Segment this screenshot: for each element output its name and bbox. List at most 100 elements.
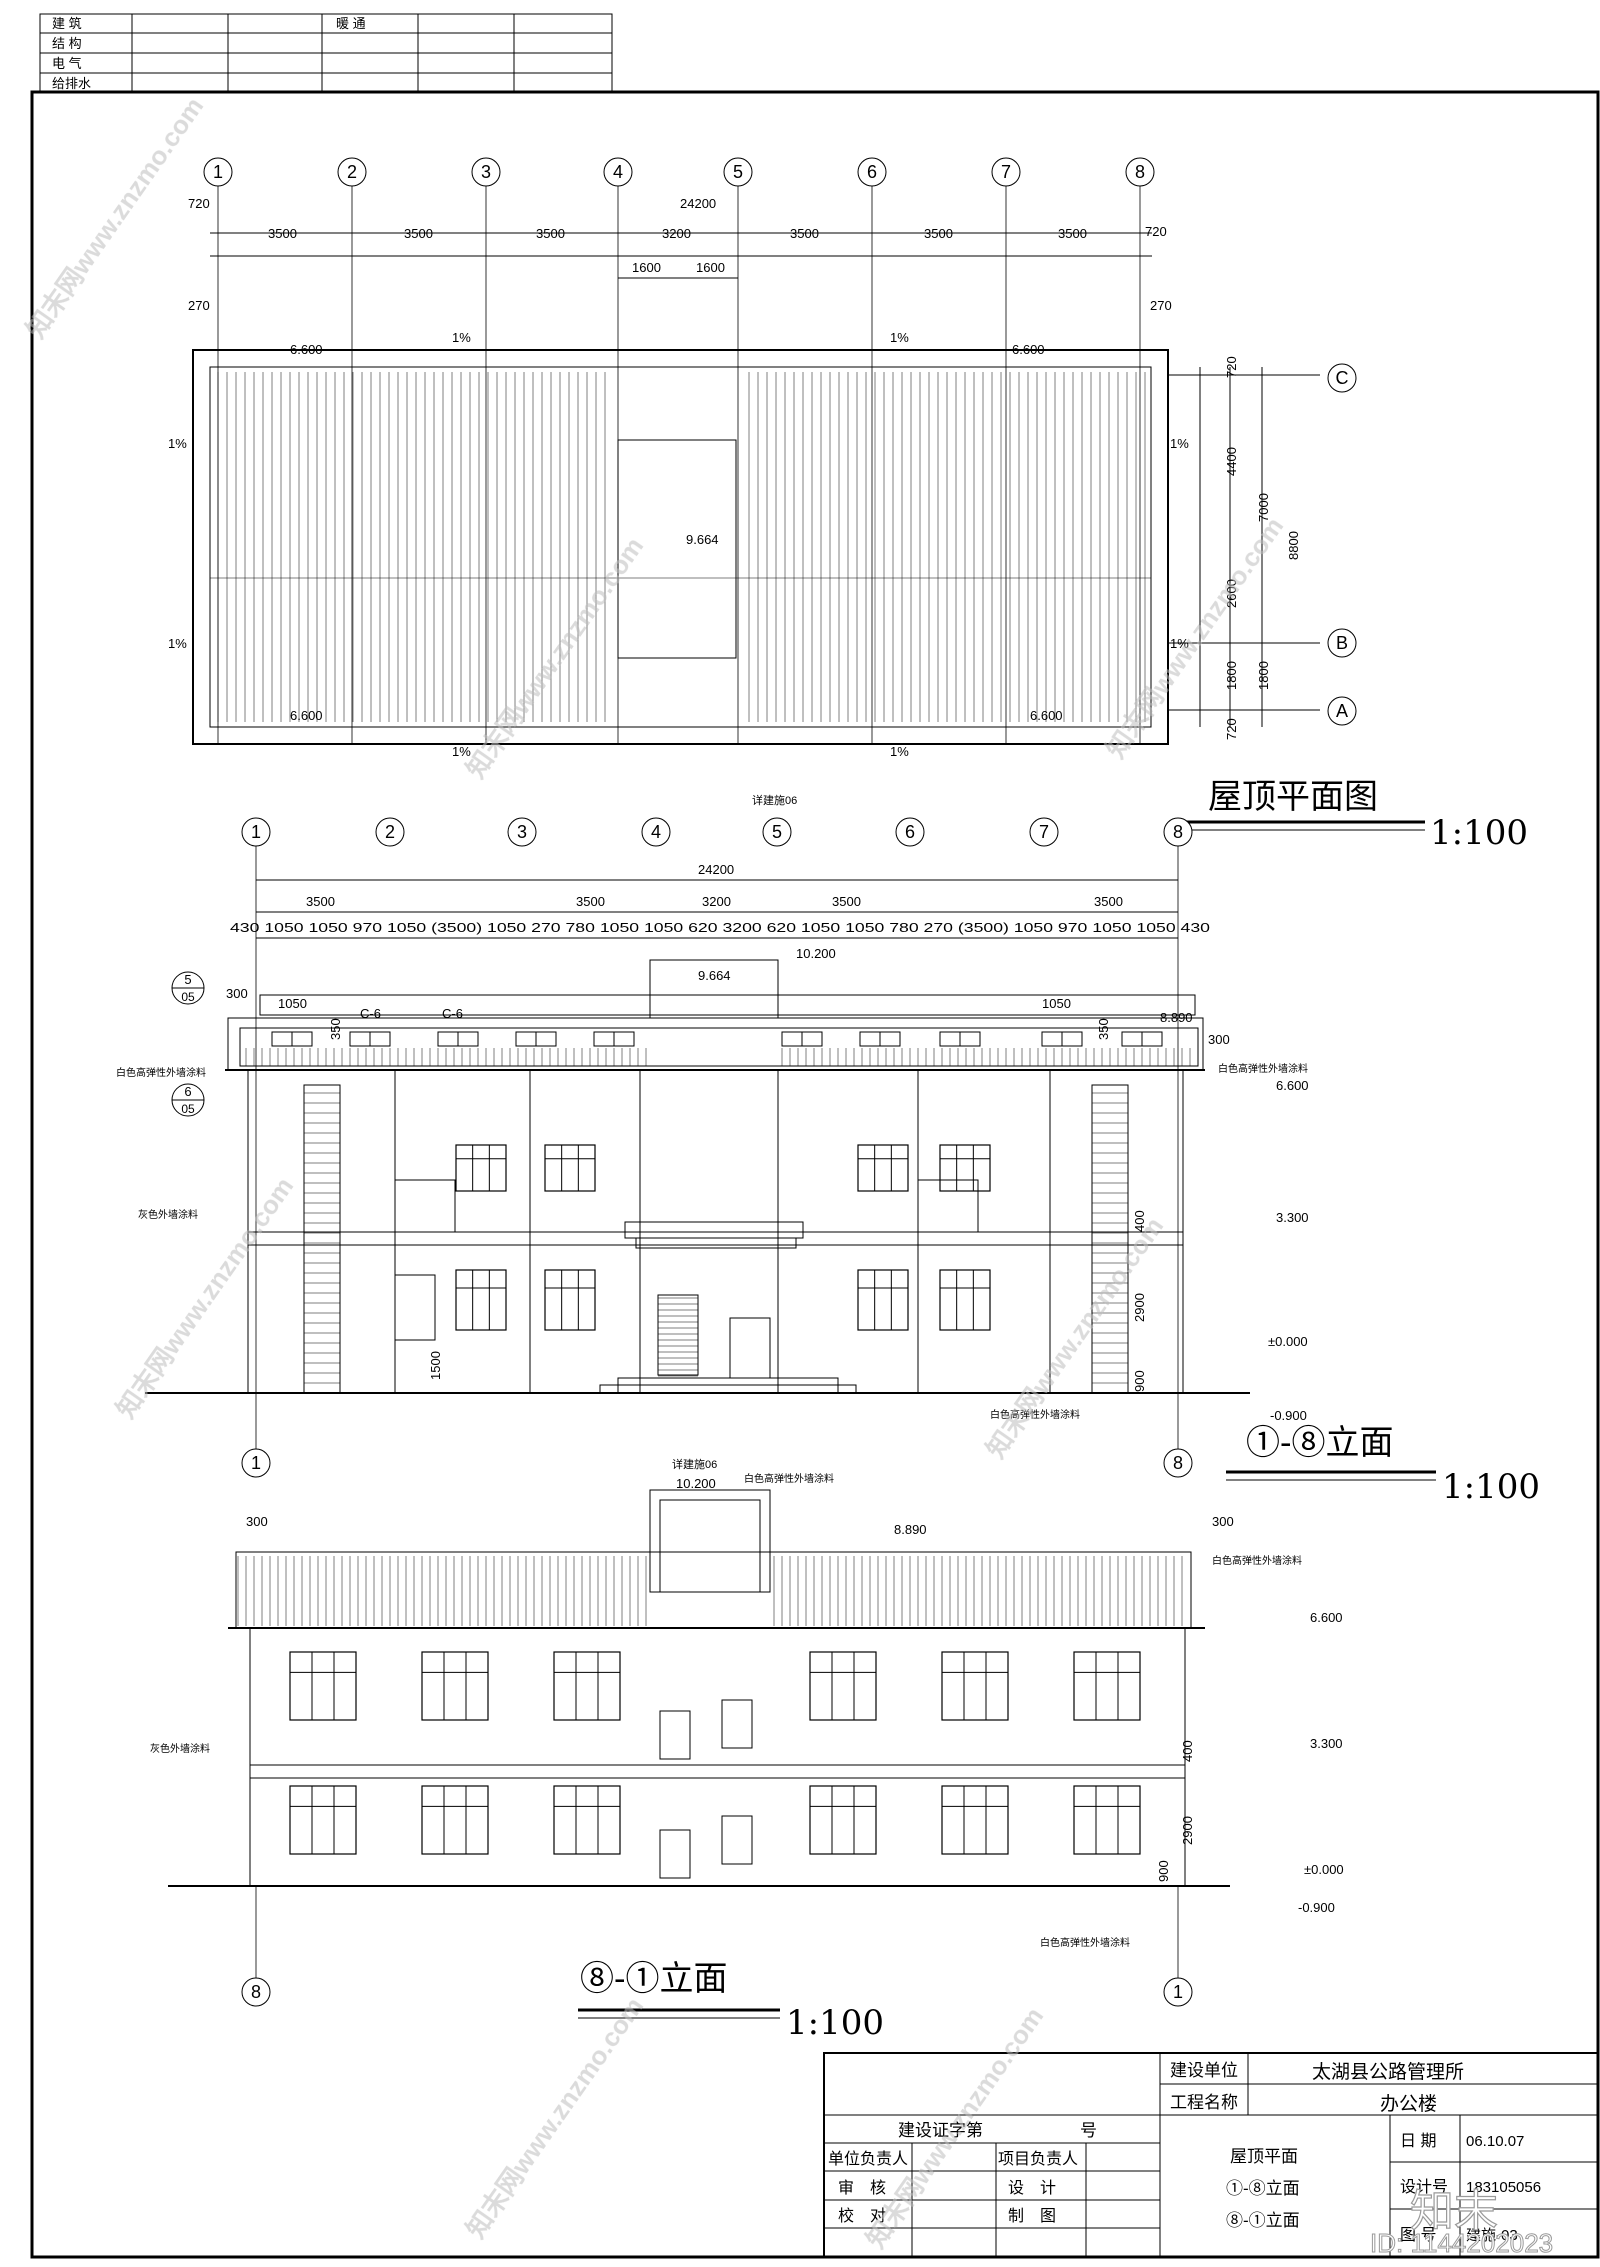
- front-note-3: 白色高弹性外墙涂料: [1218, 1062, 1308, 1075]
- front-elev-0000: ±0.000: [1268, 1334, 1308, 1349]
- rear-elev-8890: 8.890: [894, 1522, 927, 1537]
- roof-slope-7: 1%: [168, 636, 187, 651]
- front-elev-3300: 3.300: [1276, 1210, 1309, 1225]
- tb-drawing-name-1: 屋顶平面: [1230, 2147, 1298, 2166]
- svg-text:05: 05: [181, 990, 195, 1004]
- roof-plan: [192, 186, 1320, 745]
- front-axis-7-top: 7: [1029, 817, 1059, 847]
- svg-text:1: 1: [1173, 1982, 1183, 2002]
- rear-windows: [289, 1651, 1141, 1855]
- svg-text:400: 400: [1180, 1740, 1195, 1762]
- front-vertical-dims: 350 350 400 2900 900 1500: [328, 1018, 1147, 1392]
- svg-text:2: 2: [347, 162, 357, 182]
- title-block: [823, 2052, 1599, 2258]
- svg-text:1500: 1500: [428, 1351, 443, 1380]
- svg-text:5: 5: [772, 822, 782, 842]
- watermark-id: ID: 1144202023: [1370, 2228, 1553, 2258]
- svg-text:C: C: [1336, 368, 1349, 388]
- tb-review: 审 核: [838, 2179, 886, 2197]
- svg-text:1: 1: [251, 822, 261, 842]
- svg-text:5: 5: [184, 972, 191, 987]
- front-window-code-2: C-6: [442, 1006, 463, 1021]
- svg-text:3: 3: [481, 162, 491, 182]
- svg-text:6: 6: [184, 1084, 191, 1099]
- tb-project-label: 工程名称: [1170, 2093, 1238, 2112]
- front-note-2: 灰色外墙涂料: [138, 1208, 198, 1221]
- roof-axis-1: 1: [203, 157, 233, 187]
- front-elev-m0900: -0.900: [1270, 1408, 1307, 1423]
- rear-elevation: [168, 1489, 1230, 1887]
- svg-text:6: 6: [905, 822, 915, 842]
- svg-text:8: 8: [1173, 1453, 1183, 1473]
- svg-text:05: 05: [181, 1102, 195, 1116]
- svg-text:B: B: [1336, 633, 1348, 653]
- roof-offset-left: 270: [188, 298, 210, 313]
- svg-text:知末网www.znzmo.com: 知末网www.znzmo.com: [460, 1992, 649, 2244]
- rear-elev-m0900: -0.900: [1298, 1900, 1335, 1915]
- roof-grid-bubbles: 1 2 3 4 5 6 7 8 C B A: [203, 157, 1357, 726]
- front-axis-4-top: 4: [641, 817, 671, 847]
- svg-text:2900: 2900: [1132, 1293, 1147, 1322]
- svg-text:4: 4: [613, 162, 623, 182]
- roof-slope-3: 1%: [452, 744, 471, 759]
- tb-design-no-label: 设计号: [1400, 2178, 1448, 2196]
- svg-text:8: 8: [251, 1982, 261, 2002]
- front-elevation-title: ①-⑧立面: [1246, 1423, 1394, 1463]
- front-elevation-scale: 1:100: [1442, 1467, 1540, 1507]
- front-note-1: 白色高弹性外墙涂料: [116, 1066, 206, 1079]
- roof-slope-4: 1%: [890, 744, 909, 759]
- svg-text:8800: 8800: [1286, 531, 1301, 560]
- roof-bay-6: 3500: [924, 226, 953, 241]
- front-group-3: 3200: [702, 894, 731, 909]
- roof-elev-tr: 6.600: [1012, 342, 1045, 357]
- svg-text:6: 6: [867, 162, 877, 182]
- front-elev-9664: 9.664: [698, 968, 731, 983]
- rear-dim-300-l: 300: [246, 1514, 268, 1529]
- tb-proj-head: 项目负责人: [998, 2150, 1078, 2168]
- rear-elev-3300: 3.300: [1310, 1736, 1343, 1751]
- tb-date: 06.10.07: [1466, 2133, 1524, 2150]
- rear-axis-8: 8: [241, 1977, 271, 2007]
- rear-elev-0000: ±0.000: [1304, 1862, 1344, 1877]
- rear-note-3: 灰色外墙涂料: [150, 1742, 210, 1755]
- front-axis-8-top: 8: [1163, 817, 1193, 847]
- roof-half-dim-2: 1600: [696, 260, 725, 275]
- svg-text:7: 7: [1001, 162, 1011, 182]
- header-table: [39, 13, 613, 94]
- svg-text:350: 350: [1096, 1018, 1111, 1040]
- front-dim-300: 300: [226, 986, 248, 1001]
- roof-plan-title: 屋顶平面图: [1208, 777, 1378, 817]
- svg-text:知末网www.znzmo.com: 知末网www.znzmo.com: [980, 1212, 1169, 1464]
- svg-text:3: 3: [517, 822, 527, 842]
- header-row-elec: 电 气: [52, 56, 82, 71]
- roof-axis-B: B: [1327, 628, 1357, 658]
- front-group-2: 3500: [576, 894, 605, 909]
- front-parapet-hatch: [245, 1048, 1191, 1384]
- svg-text:8: 8: [1173, 822, 1183, 842]
- front-total-dim: 24200: [698, 862, 734, 877]
- tb-date-label: 日 期: [1400, 2132, 1436, 2150]
- tb-sheet-label: 图 号: [1400, 2226, 1436, 2244]
- front-elev-8890: 8.890: [1160, 1010, 1193, 1025]
- roof-total-dim: 24200: [680, 196, 716, 211]
- roof-elev-br: 6.600: [1030, 708, 1063, 723]
- roof-bay-2: 3500: [404, 226, 433, 241]
- roof-axis-8: 8: [1125, 157, 1155, 187]
- roof-elev-tl: 6.600: [290, 342, 323, 357]
- roof-slope-1: 1%: [452, 330, 471, 345]
- watermark: 知末网www.znzmo.com 知末网www.znzmo.com 知末网www…: [20, 92, 1289, 2254]
- svg-text:4400: 4400: [1224, 447, 1239, 476]
- rear-ref-note: 详建施06: [672, 1457, 717, 1471]
- watermark-logo: 知末: [1410, 2187, 1498, 2236]
- sheet-border: [30, 90, 1600, 2259]
- header-row-struct: 结 构: [52, 36, 82, 51]
- front-dim-1050-l: 1050: [278, 996, 307, 1011]
- header-row-arch: 建 筑: [52, 16, 82, 31]
- svg-text:2900: 2900: [1180, 1816, 1195, 1845]
- roof-edge-dim-right: 720: [1145, 224, 1167, 239]
- svg-text:知末网www.znzmo.com: 知末网www.znzmo.com: [1100, 512, 1289, 764]
- tb-design: 设 计: [1008, 2179, 1056, 2197]
- roof-elev-bl: 6.600: [290, 708, 323, 723]
- roof-axis-C: C: [1327, 363, 1357, 393]
- header-row-water: 给排水: [52, 76, 91, 91]
